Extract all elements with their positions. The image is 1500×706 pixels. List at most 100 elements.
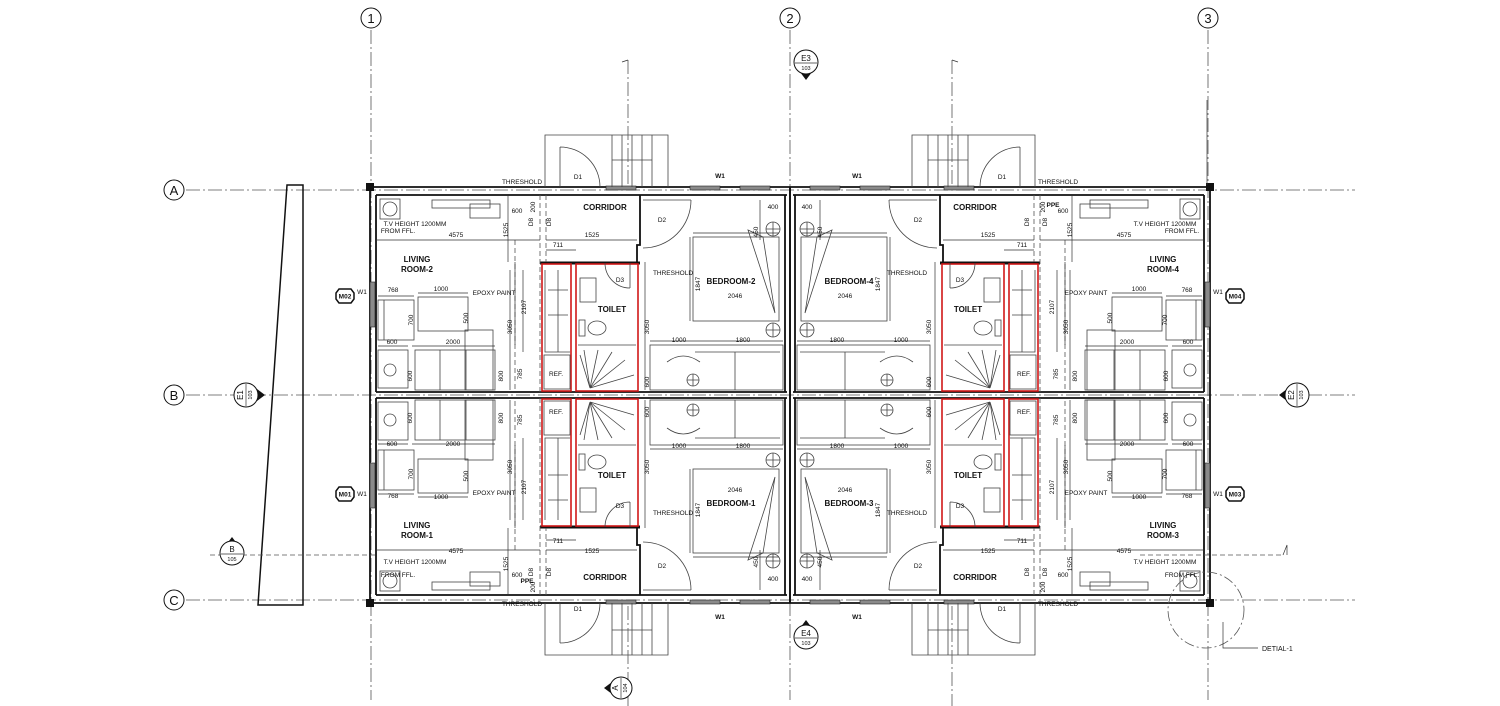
grid-label: B xyxy=(170,388,179,403)
dimension: 800 xyxy=(498,370,505,381)
toilet-label: TOILET xyxy=(598,471,626,480)
door-tag-d2: D2 xyxy=(914,563,923,570)
grid-label: A xyxy=(170,183,179,198)
dimension: 500 xyxy=(1107,470,1114,481)
dimension: 400 xyxy=(802,576,813,583)
dimension: 1800 xyxy=(736,337,751,344)
dimension: 600 xyxy=(644,406,651,417)
section-marker-e3: E3 103 xyxy=(793,49,819,80)
door-tag-d2: D2 xyxy=(658,563,667,570)
ppe-label: PPE xyxy=(1046,202,1060,209)
dimension: 1525 xyxy=(981,548,996,555)
door-tag-d8: D8 xyxy=(1024,217,1031,226)
dimension: 800 xyxy=(1072,412,1079,423)
dimension: 200 xyxy=(530,201,537,212)
door-tag-d1: D1 xyxy=(574,174,583,181)
marker-id: E4 xyxy=(801,629,811,638)
window-tag: W1 xyxy=(715,173,725,180)
dimension: 450 xyxy=(753,226,760,237)
dimension: 2000 xyxy=(1120,441,1135,448)
tv-height-note: FROM FFL. xyxy=(381,572,415,579)
window-tag: W1 xyxy=(852,173,862,180)
dimension: 1525 xyxy=(585,232,600,239)
threshold-label: THRESHOLD xyxy=(1038,179,1078,186)
door-tag-d8: D8 xyxy=(1042,217,1049,226)
threshold-label: THRESHOLD xyxy=(887,510,927,517)
dimension: 3050 xyxy=(926,459,933,474)
dimension: 500 xyxy=(1107,312,1114,323)
module-tag-outline xyxy=(1225,288,1245,304)
dimension: 600 xyxy=(926,376,933,387)
living-room-number: ROOM-3 xyxy=(1147,531,1180,540)
dimension: 700 xyxy=(408,314,415,325)
module-tag: M04 xyxy=(1225,288,1245,304)
dimension: 3050 xyxy=(644,459,651,474)
marker-sheet: 105 xyxy=(227,557,236,563)
corridor-label: CORRIDOR xyxy=(583,203,627,212)
module-tag-label: M01 xyxy=(339,492,352,499)
room-labels: LIVINGROOM-2CORRIDORTOILETREF.BEDROOM-2D… xyxy=(335,174,1245,613)
dimension: 2046 xyxy=(728,487,743,494)
dimension: 3050 xyxy=(1063,319,1070,334)
dimension: 3050 xyxy=(926,319,933,334)
marker-id: E3 xyxy=(801,54,811,63)
door-tag-d8: D8 xyxy=(528,217,535,226)
grid-bubble-1: 1 xyxy=(360,7,382,29)
dimension: 200 xyxy=(1040,581,1047,592)
dimension: 4575 xyxy=(449,548,464,555)
door-tag-d8: D8 xyxy=(546,217,553,226)
dimension: 2046 xyxy=(838,487,853,494)
dimension: 1000 xyxy=(1132,286,1147,293)
dimension: 1000 xyxy=(672,443,687,450)
dimension: 1000 xyxy=(434,286,449,293)
dimension: 768 xyxy=(388,493,399,500)
detail-label: DETIAL-1 xyxy=(1262,646,1293,653)
door-tag-d8: D8 xyxy=(546,567,553,576)
marker-sheet: 103 xyxy=(801,641,810,647)
marker-sheet: 103 xyxy=(248,390,254,399)
window-tag: W1 xyxy=(1213,289,1223,296)
marker-sheet: 103 xyxy=(801,66,810,72)
tv-height-note: FROM FFL. xyxy=(381,228,415,235)
epoxy-paint-label: EPOXY PAINT xyxy=(473,490,516,497)
threshold-label: THRESHOLD xyxy=(653,510,693,517)
dimension: 200 xyxy=(1040,201,1047,212)
dimension: 450 xyxy=(753,556,760,567)
dimension: 1000 xyxy=(894,337,909,344)
dimension: 600 xyxy=(1058,572,1069,579)
dimension: 1525 xyxy=(503,222,510,237)
tv-height-note: T.V HEIGHT 1200MM xyxy=(384,559,447,566)
living-room-label: LIVING xyxy=(404,255,431,264)
door-tag-d1: D1 xyxy=(998,174,1007,181)
dimension: 600 xyxy=(1183,441,1194,448)
module-tag: M03 xyxy=(1225,486,1245,502)
dimension: 1800 xyxy=(736,443,751,450)
dimension: 600 xyxy=(1183,339,1194,346)
dimension: 2000 xyxy=(446,339,461,346)
tv-height-note: T.V HEIGHT 1200MM xyxy=(1134,559,1197,566)
dimension: 3050 xyxy=(507,459,514,474)
dimension: 1847 xyxy=(695,502,702,517)
grid-bubble-2: 2 xyxy=(779,7,801,29)
door-tag-d3: D3 xyxy=(956,277,965,284)
corridor-label: CORRIDOR xyxy=(583,573,627,582)
living-room-number: ROOM-1 xyxy=(401,531,434,540)
dimension: 4575 xyxy=(449,232,464,239)
threshold-label: THRESHOLD xyxy=(653,270,693,277)
dimension: 500 xyxy=(463,312,470,323)
dimension: 711 xyxy=(1017,538,1028,545)
living-room-label: LIVING xyxy=(404,521,431,530)
door-tag-d8: D8 xyxy=(1042,567,1049,576)
dimension: 1525 xyxy=(981,232,996,239)
door-tag-d8: D8 xyxy=(528,567,535,576)
bedroom-label: BEDROOM-3 xyxy=(825,499,874,508)
door-tag-d8: D8 xyxy=(1024,567,1031,576)
grid-bubble-3: 3 xyxy=(1197,7,1219,29)
window-tag: W1 xyxy=(357,491,367,498)
module-tag: M02 xyxy=(335,288,355,304)
ref-label: REF. xyxy=(549,371,563,378)
bedroom-label: BEDROOM-2 xyxy=(707,277,756,286)
threshold-label: THRESHOLD xyxy=(502,179,542,186)
grid-bubble-c: C xyxy=(163,589,185,611)
bedroom-label: BEDROOM-4 xyxy=(825,277,874,286)
